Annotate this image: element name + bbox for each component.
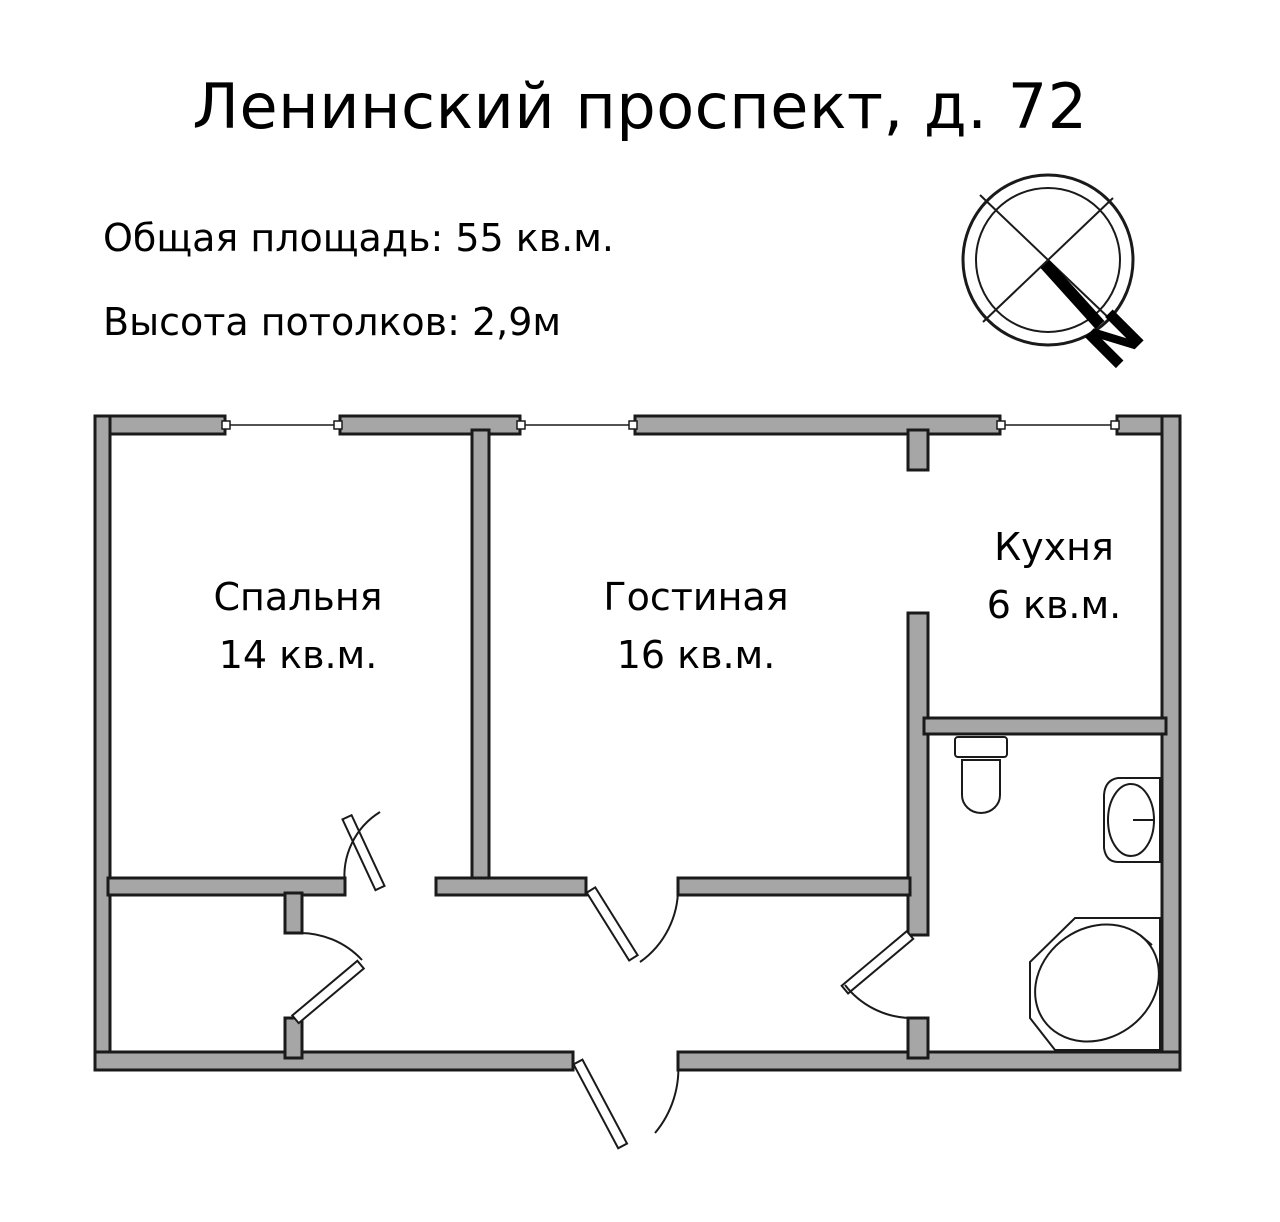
bedroom-area-label: 14 кв.м. <box>219 633 378 677</box>
wall-right <box>1160 414 1182 1072</box>
living-area-label: 16 кв.м. <box>617 633 776 677</box>
outer-walls <box>93 414 1182 1072</box>
total-area-text: Общая площадь: 55 кв.м. <box>103 216 614 260</box>
wall-kitchen-bath <box>922 716 1168 736</box>
door-entrance <box>572 1058 680 1150</box>
wall-bedroom-living <box>470 428 491 896</box>
sink-icon <box>1103 777 1161 863</box>
door-bedroom <box>341 811 386 892</box>
wall-hall-top-1 <box>434 876 588 897</box>
wall-top-3 <box>633 414 1002 436</box>
windows <box>221 420 1120 430</box>
ceiling-height-text: Высота потолков: 2,9м <box>103 300 562 344</box>
page-title: Ленинский проспект, д. 72 <box>192 70 1088 143</box>
wall-bath-bottom <box>906 1016 930 1060</box>
toilet-icon <box>954 736 1008 814</box>
living-name-label: Гостиная <box>603 575 788 619</box>
bathtub-icon <box>1029 917 1161 1051</box>
wall-left <box>93 414 112 1072</box>
interior-walls <box>106 428 1168 1060</box>
wall-top-2 <box>338 414 522 436</box>
wall-living-bottom <box>676 876 912 897</box>
wall-closet-bottom <box>283 1016 304 1060</box>
wall-bottom-1 <box>93 1050 575 1072</box>
bedroom-name-label: Спальня <box>213 575 382 619</box>
kitchen-name-label: Кухня <box>994 525 1114 569</box>
kitchen-area-label: 6 кв.м. <box>987 583 1121 627</box>
wall-closet-top <box>283 891 304 935</box>
door-living <box>585 885 680 963</box>
compass-icon: N <box>961 173 1158 383</box>
wall-top-1 <box>93 414 227 436</box>
wall-kitchen-living <box>906 611 930 937</box>
door-bathroom <box>840 929 915 1019</box>
door-closet <box>290 931 366 1025</box>
wall-bedroom-bottom <box>106 876 347 897</box>
wall-kitchen-stub <box>906 428 930 472</box>
doors <box>290 811 915 1150</box>
